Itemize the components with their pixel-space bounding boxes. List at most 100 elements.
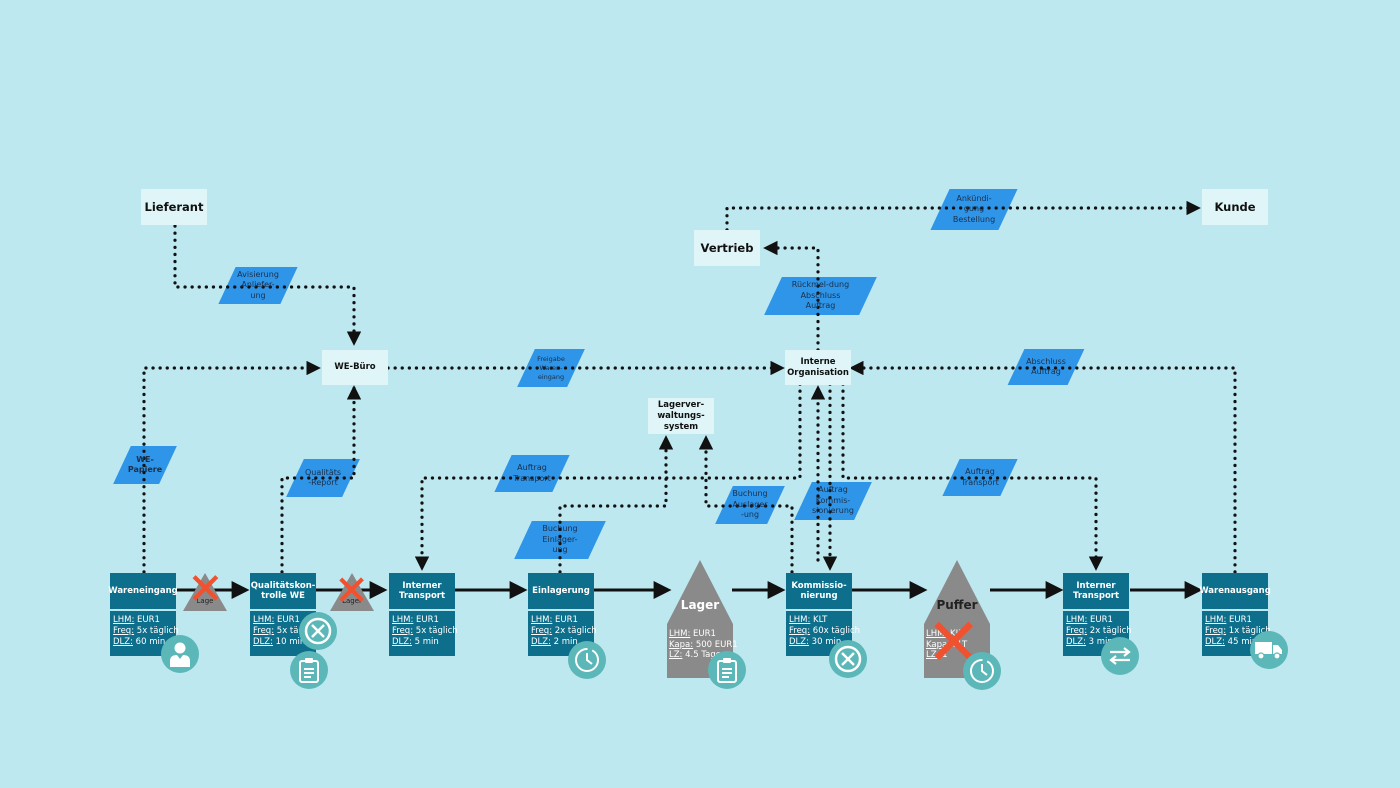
process-data: LHM: EUR1 Freq: 2x täglich DLZ: 3 min — [1063, 611, 1132, 656]
mini-store-label: Lage — [196, 597, 214, 605]
key-label: Kapa: — [926, 639, 951, 650]
process-title: Wareneingang — [108, 573, 178, 611]
mini-store-label: Lager — [342, 597, 362, 605]
value: 60 min — [135, 637, 166, 647]
value: 45 min — [1227, 637, 1258, 647]
process-title: Interner Transport — [1063, 573, 1129, 611]
key-label: Freq: — [392, 626, 414, 636]
flow-vertrieb-to-kunde — [725, 200, 1201, 232]
value: 4.5 Tage — [685, 650, 721, 660]
process-title: Qualitätskon- trolle WE — [250, 573, 316, 611]
key-label: DLZ: — [1205, 637, 1225, 647]
key-label: LHM: — [926, 629, 948, 639]
process-warenausgang: Warenausgang LHM: EUR1 Freq: 1x täglich … — [1199, 573, 1271, 656]
key-label: Freq: — [531, 626, 553, 636]
info-freigabe: Freigabe Waren- eingang — [526, 349, 576, 387]
value: 10 min — [275, 637, 306, 647]
info-ankuendigung: Ankündi- gung Bestellung — [940, 189, 1008, 230]
value: 3 min — [1088, 637, 1113, 647]
value: EUR1 — [1090, 615, 1113, 625]
key-label: LHM: — [113, 615, 135, 625]
value: 5x täglich — [276, 626, 319, 636]
info-rueckmeldung: Rückmel-dung Abschluss Auftrag — [773, 277, 868, 315]
truck-icon — [1250, 631, 1288, 669]
key-label: Freq: — [253, 626, 275, 636]
info-we-papiere: WE- Papiere — [122, 446, 168, 484]
key-label: LHM: — [789, 615, 811, 625]
key-label: Freq: — [789, 626, 811, 636]
worker-icon — [161, 635, 199, 673]
waste-x-icon: ✕ — [187, 564, 224, 615]
flow-wareneingang-to-we-buero — [142, 360, 321, 574]
entity-interne-organisation: Interne Organisation — [785, 350, 851, 385]
mini-store-1: Lage — [183, 573, 227, 611]
mini-store-2: Lager — [330, 573, 374, 611]
info-auftrag-kommissionierung: Auftrag Kommis- sionierung — [803, 482, 863, 520]
key-label: LHM: — [669, 629, 691, 639]
key-label: DLZ: — [253, 637, 273, 647]
value: 500 EUR1 — [695, 639, 738, 650]
key-label: Freq: — [1205, 626, 1227, 636]
key-label: Kapa: — [669, 639, 694, 650]
info-buchung-einlagerung: Buchung Einlager- ung — [523, 521, 597, 559]
process-interner-transport-1: Interner Transport LHM: EUR1 Freq: 5x tä… — [389, 573, 458, 656]
store-title: Lager — [680, 598, 720, 612]
store-lager: Lager LHM: EUR1 Kapa: 500 EUR1 LZ: 4.5 T… — [667, 560, 738, 678]
store-triangle — [924, 560, 990, 624]
key-label: DLZ: — [113, 637, 133, 647]
process-title: Warenausgang — [1199, 573, 1271, 611]
value: 30 min — [811, 637, 842, 647]
flow-einlagerung-to-lvs — [558, 435, 674, 574]
store-triangle — [667, 560, 733, 624]
value: KLT — [813, 615, 828, 625]
flow-org-to-transport — [414, 382, 802, 571]
key-label: LZ: — [669, 650, 683, 660]
clipboard-icon — [290, 651, 328, 689]
info-buchung-auslagerung: Buchung Auslager -ung — [724, 486, 776, 524]
process-data: LHM: KLT Freq: 60x täglich DLZ: 30 min — [786, 611, 860, 656]
store-data: LHM: EUR1 Kapa: 500 EUR1 LZ: 4.5 Tage — [667, 624, 738, 678]
value: KLT — [950, 629, 965, 639]
value: EUR1 — [693, 629, 716, 639]
value: 5x täglich — [136, 626, 179, 636]
key-label: DLZ: — [789, 637, 809, 647]
value: EUR1 — [137, 615, 160, 625]
process-interner-transport-2: Interner Transport LHM: EUR1 Freq: 2x tä… — [1063, 573, 1132, 656]
info-auftrag-transport-1: Auftrag Transport — [503, 455, 561, 492]
process-einlagerung: Einlagerung LHM: EUR1 Freq: 2x täglich D… — [528, 573, 597, 656]
flow-org-to-vertrieb — [763, 240, 820, 352]
transfer-icon — [1101, 637, 1139, 675]
key-label: LHM: — [531, 615, 553, 625]
value: 5x täglich — [415, 626, 458, 636]
flow-kommissionierung-to-lvs — [698, 435, 794, 574]
value: EUR1 — [555, 615, 578, 625]
process-data: LHM: EUR1 Freq: 2x täglich DLZ: 2 min — [528, 611, 597, 656]
reject-icon — [299, 612, 337, 650]
clock-icon — [963, 652, 1001, 690]
key-label: LHM: — [1205, 615, 1227, 625]
value: 1x täglich — [1228, 626, 1271, 636]
entity-vertrieb: Vertrieb — [694, 230, 760, 266]
process-data: LHM: EUR1 Freq: 1x täglich DLZ: 45 min — [1202, 611, 1271, 656]
process-title: Kommissio- nierung — [786, 573, 852, 611]
process-kommissionierung: Kommissio- nierung LHM: KLT Freq: 60x tä… — [786, 573, 860, 656]
value: 2 min — [553, 637, 578, 647]
key-label: DLZ: — [531, 637, 551, 647]
entity-we-buero: WE-Büro — [322, 350, 388, 385]
store-puffer: Puffer LHM: KLT Kapa: KLT LZ: 1 — [924, 560, 990, 678]
waste-x-icon: ✕ — [334, 566, 370, 615]
key-label: DLZ: — [1066, 637, 1086, 647]
value: EUR1 — [416, 615, 439, 625]
value: EUR1 — [1229, 615, 1252, 625]
process-data: LHM: EUR1 Freq: 5x täglich DLZ: 5 min — [389, 611, 458, 656]
key-label: LHM: — [1066, 615, 1088, 625]
key-label: DLZ: — [392, 637, 412, 647]
store-title: Puffer — [936, 598, 978, 612]
flow-warenausgang-to-org — [849, 360, 1237, 574]
info-auftrag-transport-2: Auftrag Transport — [951, 459, 1009, 496]
clock-icon — [568, 641, 606, 679]
entity-kunde: Kunde — [1202, 189, 1268, 225]
value: 5 min — [414, 637, 439, 647]
process-title: Einlagerung — [528, 573, 594, 611]
info-avisierung: Avisierung Anliefer- ung — [227, 267, 289, 304]
